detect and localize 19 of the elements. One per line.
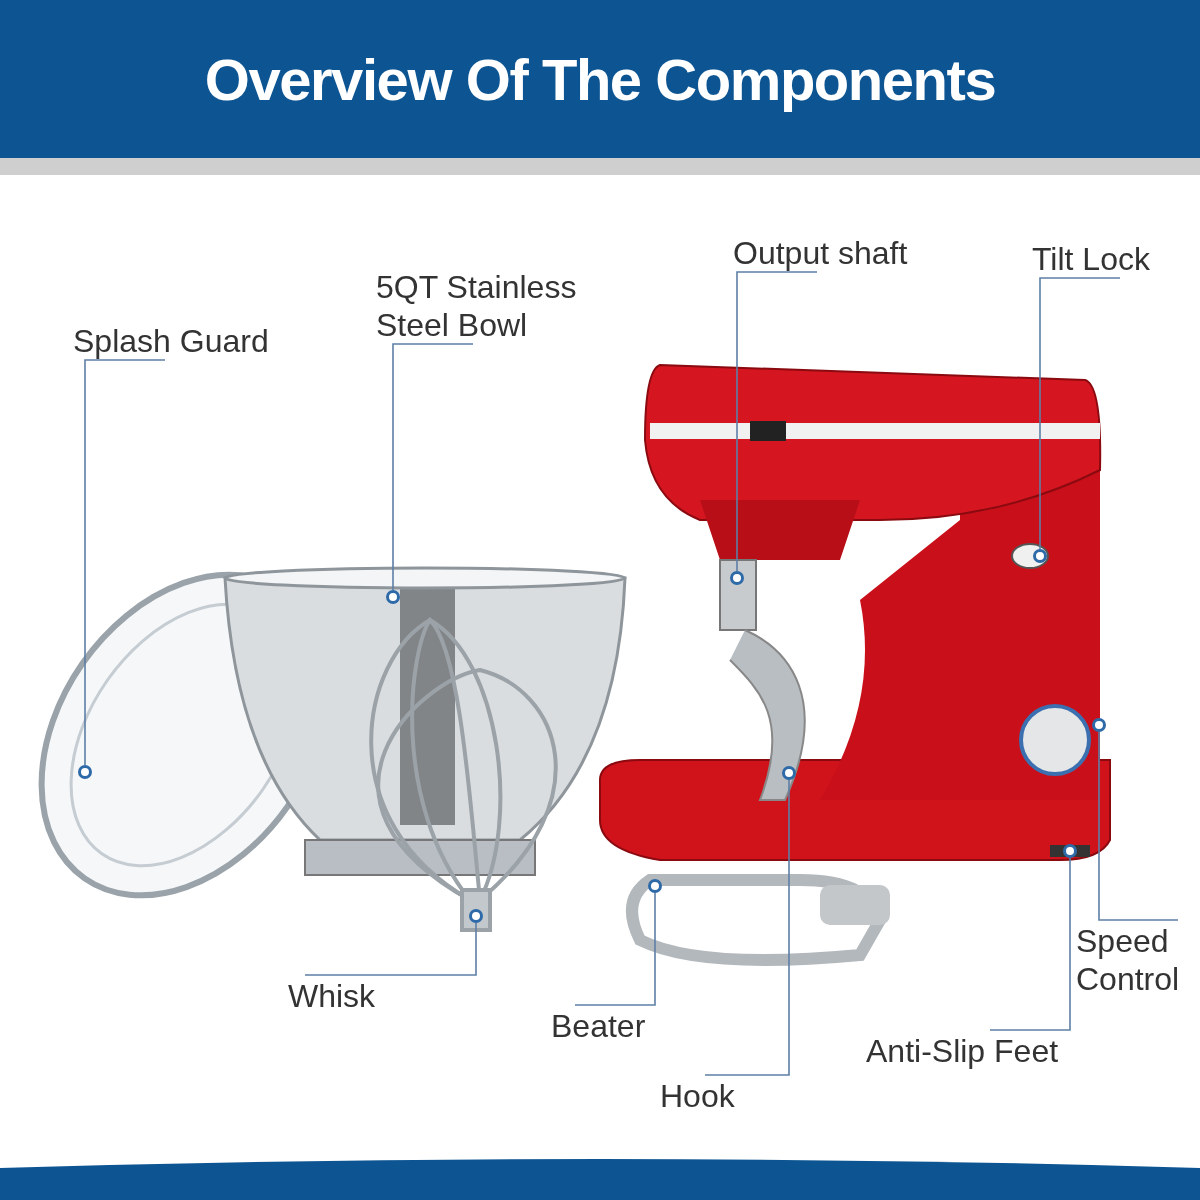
part-label: Beater [551, 1007, 647, 1045]
leader-line [304, 922, 477, 976]
leader-line [989, 857, 1071, 1031]
title: Overview Of The Components [204, 45, 996, 114]
part-label: Splash Guard [73, 322, 270, 360]
leader-line [574, 892, 656, 1006]
leader-line [736, 271, 818, 572]
part-label: 5QT Stainless Steel Bowl [376, 268, 578, 344]
leader-line [704, 779, 790, 1076]
leader-line [392, 343, 474, 591]
leader-line [84, 359, 166, 766]
part-label: Anti-Slip Feet [866, 1032, 1060, 1070]
part-label: Tilt Lock [1032, 240, 1151, 278]
part-label: Output shaft [733, 234, 909, 272]
leader-line [1098, 731, 1179, 921]
part-label: Hook [660, 1077, 736, 1115]
part-label: Whisk [288, 977, 377, 1015]
leader-line [1039, 277, 1121, 550]
part-label: Speed Control [1076, 922, 1181, 998]
